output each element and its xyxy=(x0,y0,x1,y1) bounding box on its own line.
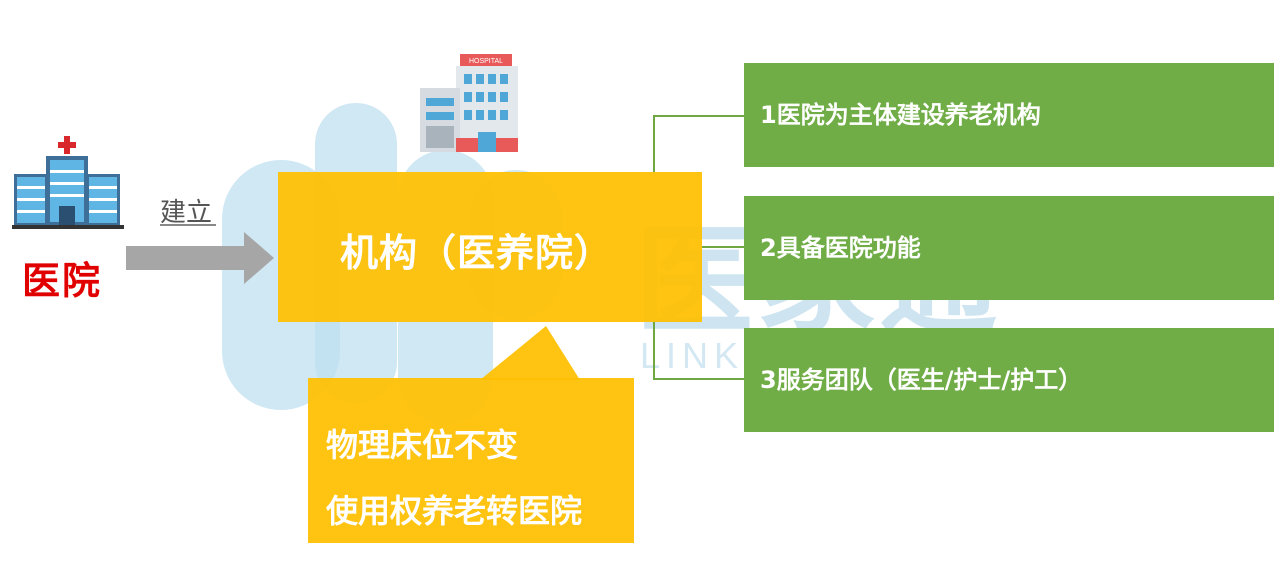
connector-bottom-vertical xyxy=(653,322,655,380)
feature-box-1: 1医院为主体建设养老机构 xyxy=(744,63,1274,167)
feature-label-3: 3服务团队（医生/护士/护工） xyxy=(760,366,1083,394)
arrow-label: 建立 xyxy=(160,198,213,228)
right-arrow-icon xyxy=(126,230,276,286)
callout-pointer xyxy=(480,326,590,380)
institution-box xyxy=(278,172,702,322)
feature-box-2: 2具备医院功能 xyxy=(744,196,1274,300)
connector-top-vertical xyxy=(653,115,655,172)
hospital-label: 医院 xyxy=(22,259,103,303)
callout-line-2: 使用权养老转医院 xyxy=(326,492,583,530)
callout-box xyxy=(308,378,634,543)
connector-bottom-horizontal xyxy=(653,378,745,380)
callout-line-1: 物理床位不变 xyxy=(326,426,519,464)
feature-label-1: 1医院为主体建设养老机构 xyxy=(760,101,1041,129)
institution-title: 机构（医养院） xyxy=(340,231,614,275)
hospital-sign-text: HOSPITAL xyxy=(469,58,503,65)
feature-box-3: 3服务团队（医生/护士/护工） xyxy=(744,328,1274,432)
feature-label-2: 2具备医院功能 xyxy=(760,234,921,262)
hospital-building-icon xyxy=(12,134,124,230)
arrow-label-underline xyxy=(160,224,216,226)
connector-top-horizontal xyxy=(653,115,745,117)
connector-middle-horizontal xyxy=(702,246,744,248)
hospital-building-icon-small: HOSPITAL xyxy=(420,52,522,152)
